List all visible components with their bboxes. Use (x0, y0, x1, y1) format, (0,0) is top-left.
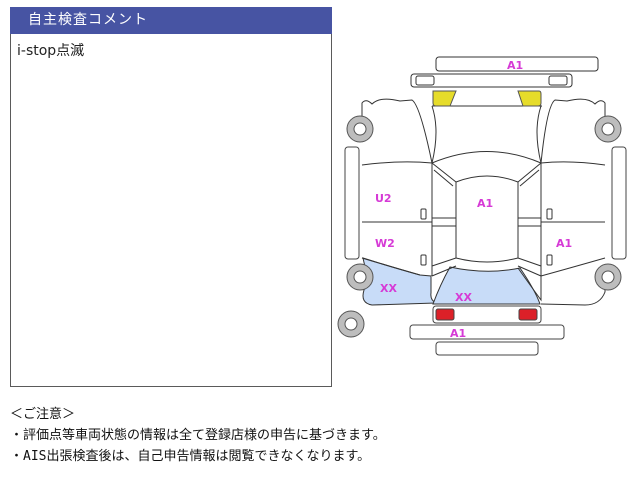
front-fog-left (415, 75, 435, 86)
windshield-bottom (455, 175, 519, 183)
door-handle-right-front (546, 208, 553, 220)
right-c-pillar (517, 257, 542, 277)
notice-section: ＜ご注意＞ ・評価点等車両状態の情報は全て登録店様の申告に基づきます。 ・AIS… (10, 404, 386, 467)
left-c-pillar (431, 257, 457, 277)
door-handle-left-front (420, 208, 427, 220)
right-side-line (540, 161, 606, 276)
door-handle-right-rear (546, 254, 553, 266)
hood-left-edge (431, 105, 437, 164)
roof-sides (455, 182, 519, 258)
left-front-fender (361, 98, 433, 164)
right-rocker (540, 257, 606, 277)
rear-panel (432, 305, 542, 324)
left-rocker (361, 257, 421, 276)
front-grille (410, 73, 573, 88)
headlight-right (517, 90, 542, 107)
rear-step (435, 341, 539, 356)
right-front-fender (540, 98, 606, 164)
mark-left-rear-door: W2 (375, 237, 395, 250)
front-bumper (435, 56, 599, 72)
a-pillar-inner (433, 169, 540, 187)
comment-text: i-stop点滅 (17, 43, 85, 59)
hood-right-edge (536, 105, 542, 164)
car-damage-diagram: A1 A1 U2 W2 A1 XX XX A1 (337, 56, 627, 356)
wheel-rear-right (594, 263, 622, 291)
wheel-rear-left (346, 263, 374, 291)
mark-front-bumper: A1 (507, 59, 523, 72)
a-pillars (431, 162, 542, 183)
taillight-right (518, 308, 538, 321)
door-handle-left-rear (420, 254, 427, 266)
front-fog-right (548, 75, 568, 86)
left-side-step (344, 146, 360, 260)
wheel-front-right (594, 115, 622, 143)
notice-line: ・評価点等車両状態の情報は全て登録店様の申告に基づきます。 (10, 428, 386, 443)
trunk-area (432, 266, 541, 305)
mark-right-rear-door: A1 (556, 237, 572, 250)
mark-left-front-door: U2 (375, 192, 392, 205)
wheel-front-left (346, 115, 374, 143)
mark-hood: A1 (477, 197, 493, 210)
mark-rear-bumper: A1 (450, 327, 466, 340)
taillight-left (435, 308, 455, 321)
rear-window-top (455, 257, 519, 263)
panel-title: 自主検査コメント (10, 7, 332, 34)
notice-heading: ＜ご注意＞ (10, 407, 76, 422)
left-side-line (361, 161, 433, 276)
notice-line: ・AIS出張検査後は、自己申告情報は閲覧できなくなります。 (10, 449, 371, 464)
mark-trunk: XX (455, 291, 472, 304)
windshield-top (431, 151, 542, 164)
self-inspection-comment-panel: 自主検査コメント i-stop点滅 (10, 7, 332, 387)
headlight-left (432, 90, 457, 107)
right-b-pillar (518, 217, 541, 227)
spare-tire (337, 310, 365, 338)
rear-bumper (409, 324, 565, 340)
right-side-step (611, 146, 627, 260)
left-b-pillar (432, 217, 456, 227)
mark-left-rear-quarter: XX (380, 282, 397, 295)
right-rear-pillar (517, 267, 542, 302)
right-rear-quarter (540, 265, 606, 306)
